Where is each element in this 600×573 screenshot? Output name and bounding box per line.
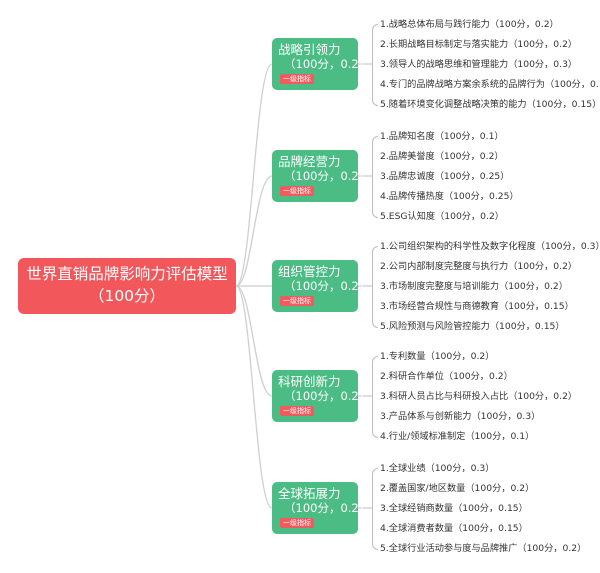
leaf-item[interactable]: 4.品牌传播热度（100分，0.25） bbox=[380, 191, 519, 202]
leaf-item[interactable]: 3.品牌忠诚度（100分，0.25） bbox=[380, 171, 510, 182]
category-name: 战略引领力 bbox=[278, 42, 341, 57]
leaf-item[interactable]: 1.战略总体布局与践行能力（100分，0.2） bbox=[380, 19, 559, 30]
category-node-global[interactable]: 全球拓展力 （100分，0.2） 一级指标 bbox=[272, 482, 371, 534]
leaf-item[interactable]: 3.市场制度完整度与培训能力（100分，0.2） bbox=[380, 281, 568, 292]
leaf-item[interactable]: 1.公司组织架构的科学性及数字化程度（100分，0.3） bbox=[380, 241, 600, 252]
root-title: 世界直销品牌影响力评估模型 bbox=[26, 265, 228, 283]
leaf-item[interactable]: 4.行业/领域标准制定（100分，0.1） bbox=[380, 431, 535, 442]
leaf-item[interactable]: 3.市场经营合规性与商德教育（100分，0.15） bbox=[380, 301, 574, 312]
category-score: （100分，0.2） bbox=[284, 501, 371, 515]
leaf-item[interactable]: 1.专利数量（100分，0.2） bbox=[380, 351, 495, 362]
leaf-item[interactable]: 2.长期战略目标制定与落实能力（100分，0.2） bbox=[380, 39, 578, 50]
level-badge: 一级指标 bbox=[280, 406, 314, 416]
level-badge: 一级指标 bbox=[280, 186, 314, 196]
root-node[interactable]: 世界直销品牌影响力评估模型 （100分） bbox=[18, 258, 236, 314]
leaf-item[interactable]: 4.专门的品牌战略方案余系统的品牌行为（100分，0.15） bbox=[380, 79, 600, 90]
category-node-research[interactable]: 科研创新力 （100分，0.2） 一级指标 bbox=[272, 370, 371, 422]
category-node-organization[interactable]: 组织管控力 （100分，0.2） 一级指标 bbox=[272, 260, 371, 312]
branch-bracket bbox=[372, 356, 378, 438]
leaf-item[interactable]: 5.全球行业活动参与度与品牌推广（100分，0.2） bbox=[380, 543, 587, 554]
branch-bracket bbox=[372, 468, 378, 550]
leaf-item[interactable]: 1.全球业绩（100分，0.3） bbox=[380, 463, 495, 474]
category-name: 科研创新力 bbox=[278, 374, 341, 389]
branch-bracket bbox=[372, 24, 378, 106]
category-name: 组织管控力 bbox=[278, 264, 341, 279]
category-node-brand[interactable]: 品牌经营力 （100分，0.2） 一级指标 bbox=[272, 150, 371, 202]
leaf-item[interactable]: 3.全球经销商数量（100分，0.15） bbox=[380, 503, 528, 514]
leaf-item[interactable]: 3.科研人员占比与科研投入占比（100分，0.2） bbox=[380, 391, 578, 402]
category-score: （100分，0.2） bbox=[284, 279, 371, 293]
category-name: 品牌经营力 bbox=[278, 154, 341, 169]
category-node-strategy[interactable]: 战略引领力 （100分，0.2） 一级指标 bbox=[272, 38, 371, 90]
category-score: （100分，0.2） bbox=[284, 389, 371, 403]
leaf-item[interactable]: 5.随着环境变化调整战略决策的能力（100分，0.15） bbox=[380, 99, 600, 110]
leaf-item[interactable]: 5.风险预测与风险管控能力（100分，0.15） bbox=[380, 321, 565, 332]
leaf-item[interactable]: 1.品牌知名度（100分，0.1） bbox=[380, 131, 504, 142]
level-badge: 一级指标 bbox=[280, 296, 314, 306]
leaf-item[interactable]: 3.领导人的战略思维和管理能力（100分，0.3） bbox=[380, 59, 578, 70]
category-score: （100分，0.2） bbox=[284, 169, 371, 183]
leaf-item[interactable]: 5.ESG认知度（100分，0.2） bbox=[380, 211, 504, 222]
leaf-item[interactable]: 2.覆盖国家/地区数量（100分，0.2） bbox=[380, 483, 535, 494]
leaf-item[interactable]: 4.全球消费者数量（100分，0.15） bbox=[380, 523, 528, 534]
level-badge: 一级指标 bbox=[280, 518, 314, 528]
category-score: （100分，0.2） bbox=[284, 57, 371, 71]
branch-bracket bbox=[372, 136, 378, 218]
category-name: 全球拓展力 bbox=[278, 486, 341, 501]
branch-bracket bbox=[372, 246, 378, 328]
root-subtitle: （100分） bbox=[88, 287, 166, 305]
leaf-item[interactable]: 2.品牌美誉度（100分，0.2） bbox=[380, 151, 504, 162]
leaf-item[interactable]: 2.科研合作单位（100分，0.2） bbox=[380, 371, 513, 382]
level-badge: 一级指标 bbox=[280, 74, 314, 84]
leaf-item[interactable]: 3.产品体系与创新能力（100分，0.3） bbox=[380, 411, 541, 422]
leaf-item[interactable]: 2.公司内部制度完整度与执行力（100分，0.2） bbox=[380, 261, 578, 272]
